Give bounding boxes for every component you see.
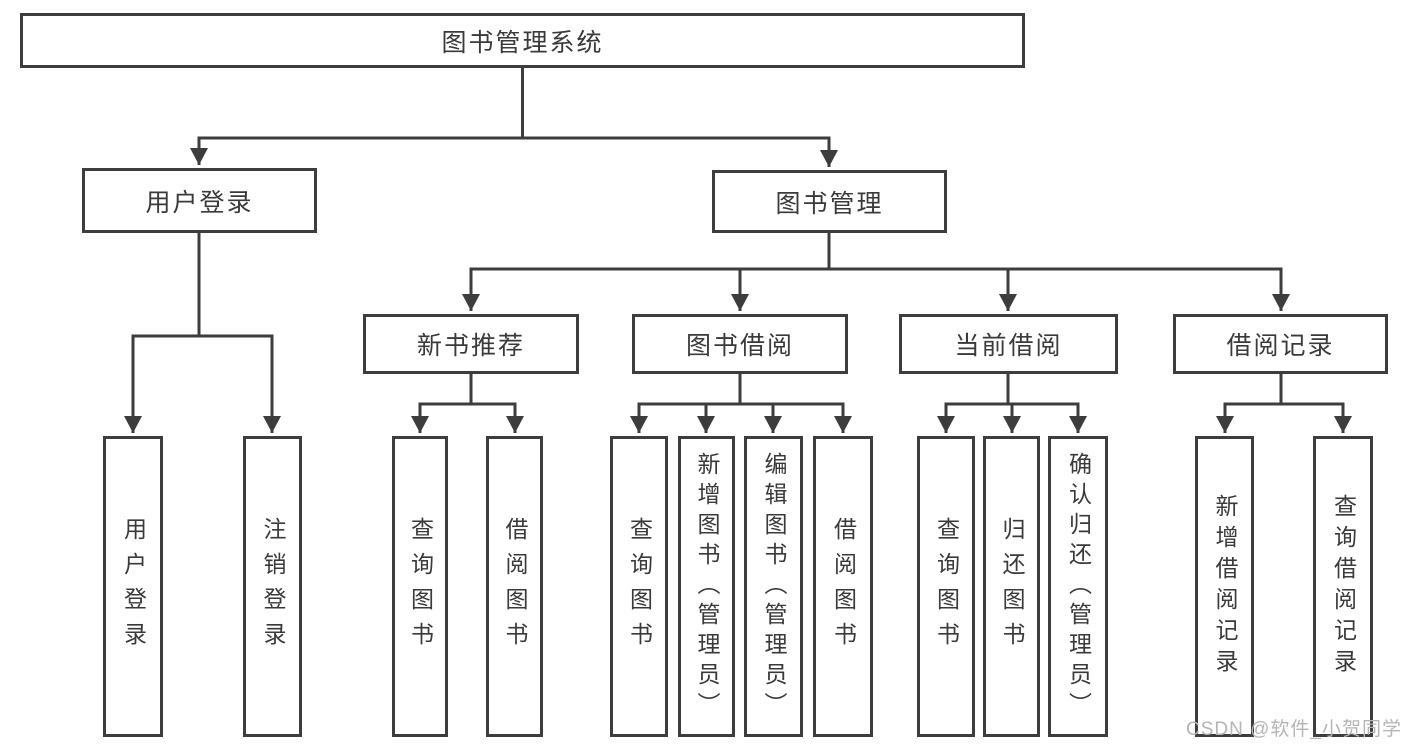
node-new-book-recommend: 新书推荐 bbox=[363, 314, 579, 374]
leaf-user-login: 用户登录 bbox=[103, 436, 163, 737]
node-root: 图书管理系统 bbox=[20, 13, 1025, 68]
leaf-bb-borrow-books-label: 借阅图书 bbox=[830, 516, 857, 657]
node-current-borrowing: 当前借阅 bbox=[899, 314, 1118, 374]
leaf-br-add-borrow-record: 新增借阅记录 bbox=[1195, 436, 1254, 737]
leaf-br-query-borrow-record-label: 查询借阅记录 bbox=[1330, 493, 1357, 680]
leaf-cb-query-books: 查询图书 bbox=[917, 436, 975, 737]
node-current-borrowing-label: 当前借阅 bbox=[954, 332, 1063, 360]
leaf-br-query-borrow-record: 查询借阅记录 bbox=[1313, 436, 1373, 737]
node-root-label: 图书管理系统 bbox=[441, 28, 604, 57]
node-book-management-label: 图书管理 bbox=[775, 189, 884, 218]
leaf-user-login-label: 用户登录 bbox=[120, 516, 147, 657]
node-borrowing-records-label: 借阅记录 bbox=[1226, 332, 1335, 360]
leaf-cb-confirm-return-admin-label: 确认归还（管理员） bbox=[1065, 451, 1092, 722]
leaf-nbr-borrow-books: 借阅图书 bbox=[486, 436, 543, 737]
leaf-nbr-borrow-books-label: 借阅图书 bbox=[502, 516, 528, 657]
leaf-logout-label: 注销登录 bbox=[260, 516, 286, 657]
leaf-bb-add-books-admin-label: 新增图书（管理员） bbox=[694, 451, 720, 722]
node-book-borrowing-label: 图书借阅 bbox=[685, 332, 794, 360]
leaf-cb-query-books-label: 查询图书 bbox=[933, 516, 960, 657]
leaf-bb-edit-books-admin: 编辑图书（管理员） bbox=[744, 436, 803, 737]
leaf-cb-confirm-return-admin: 确认归还（管理员） bbox=[1048, 436, 1108, 737]
node-user-login: 用户登录 bbox=[82, 168, 317, 233]
leaf-bb-edit-books-admin-label: 编辑图书（管理员） bbox=[761, 451, 787, 722]
leaf-bb-add-books-admin: 新增图书（管理员） bbox=[678, 436, 735, 737]
leaf-br-add-borrow-record-label: 新增借阅记录 bbox=[1212, 493, 1238, 680]
leaf-logout: 注销登录 bbox=[243, 436, 302, 737]
leaf-bb-query-books-label: 查询图书 bbox=[626, 516, 653, 657]
leaf-bb-query-books: 查询图书 bbox=[610, 436, 668, 737]
leaf-cb-return-books-label: 归还图书 bbox=[999, 516, 1025, 657]
node-borrowing-records: 借阅记录 bbox=[1173, 314, 1388, 374]
watermark: CSDN @软件_小贺同学 bbox=[1186, 719, 1402, 740]
leaf-cb-return-books: 归还图书 bbox=[983, 436, 1040, 737]
leaf-nbr-query-books-label: 查询图书 bbox=[407, 516, 434, 657]
node-user-login-label: 用户登录 bbox=[145, 188, 254, 217]
node-book-management: 图书管理 bbox=[712, 170, 947, 233]
leaf-nbr-query-books: 查询图书 bbox=[392, 436, 448, 737]
node-book-borrowing: 图书借阅 bbox=[632, 314, 848, 374]
node-new-book-recommend-label: 新书推荐 bbox=[416, 332, 525, 360]
leaf-bb-borrow-books: 借阅图书 bbox=[813, 436, 873, 737]
